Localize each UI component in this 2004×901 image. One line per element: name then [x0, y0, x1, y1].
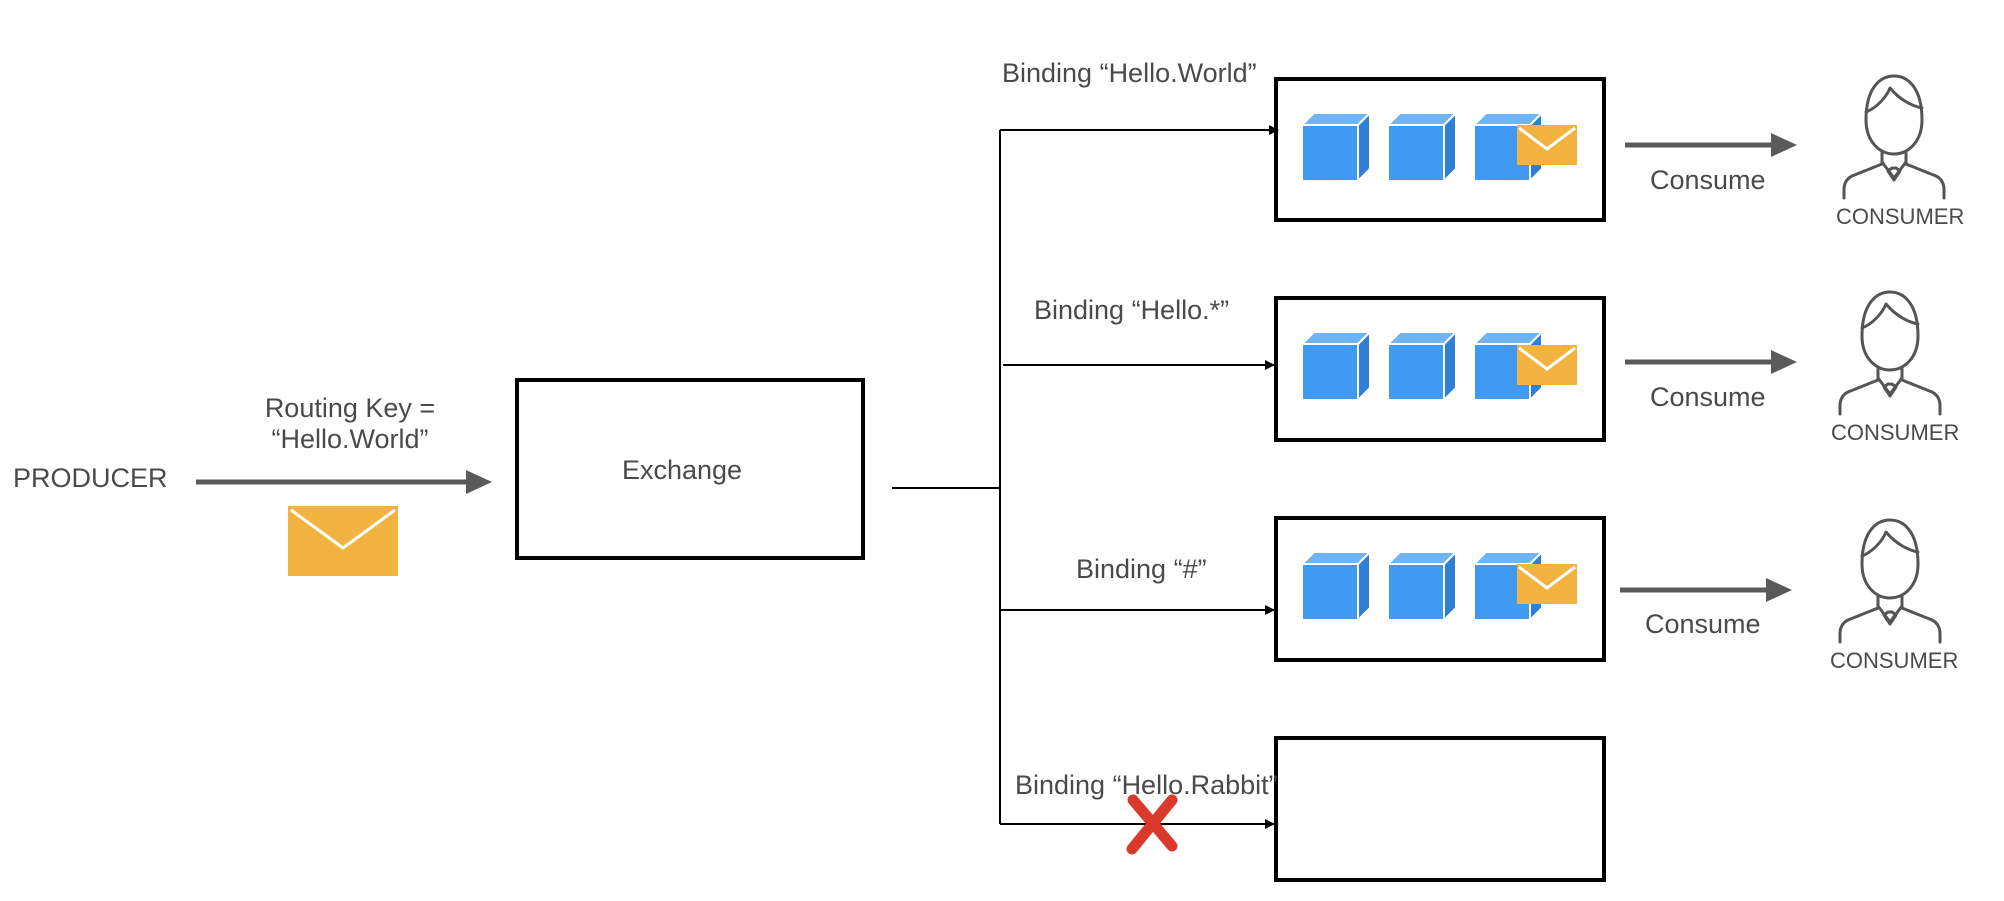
consume-arrow-head-2	[1771, 350, 1797, 374]
queue-box-4	[1274, 736, 1606, 882]
consume-label-3: Consume	[1645, 609, 1761, 639]
envelope-icon	[1515, 123, 1579, 167]
binding-label-2: Binding “Hello.*”	[1034, 295, 1230, 325]
consume-label-2: Consume	[1650, 382, 1766, 412]
envelope-icon	[1515, 343, 1579, 387]
cube-icon	[1301, 551, 1371, 621]
exchange-box	[515, 378, 865, 560]
consume-label-1: Consume	[1650, 165, 1766, 195]
queue-box-2	[1274, 296, 1606, 442]
queue-box-3	[1274, 516, 1606, 662]
cross-icon	[1126, 794, 1178, 855]
consume-arrow-head-3	[1766, 578, 1792, 602]
consumer-label-2: CONSUMER	[1831, 420, 1960, 445]
consumer-label-3: CONSUMER	[1830, 648, 1959, 673]
envelope-icon	[1515, 562, 1579, 606]
envelope-icon	[288, 506, 398, 576]
cube-icon	[1387, 112, 1457, 182]
routing-key-line-2: “Hello.World”	[271, 424, 429, 454]
routing-key-line-1: Routing Key =	[264, 393, 436, 423]
binding-label-4: Binding “Hello.Rabbit”	[1015, 770, 1278, 800]
queue-box-1	[1274, 77, 1606, 222]
producer-label: PRODUCER	[13, 463, 168, 493]
consume-arrow-head-1	[1771, 133, 1797, 157]
routing-key-label: Routing Key = “Hello.World”	[250, 393, 450, 455]
cube-icon	[1301, 331, 1371, 401]
cube-icon	[1387, 331, 1457, 401]
exchange-label: Exchange	[621, 455, 743, 485]
binding-label-3: Binding “#”	[1076, 554, 1207, 584]
user-icon	[1838, 290, 1942, 416]
binding-label-1: Binding “Hello.World”	[1002, 58, 1257, 88]
producer-arrow-head	[466, 470, 492, 494]
user-icon	[1842, 74, 1946, 200]
cube-icon	[1387, 551, 1457, 621]
cube-icon	[1301, 112, 1371, 182]
consumer-label-1: CONSUMER	[1836, 204, 1965, 229]
user-icon	[1838, 518, 1942, 644]
